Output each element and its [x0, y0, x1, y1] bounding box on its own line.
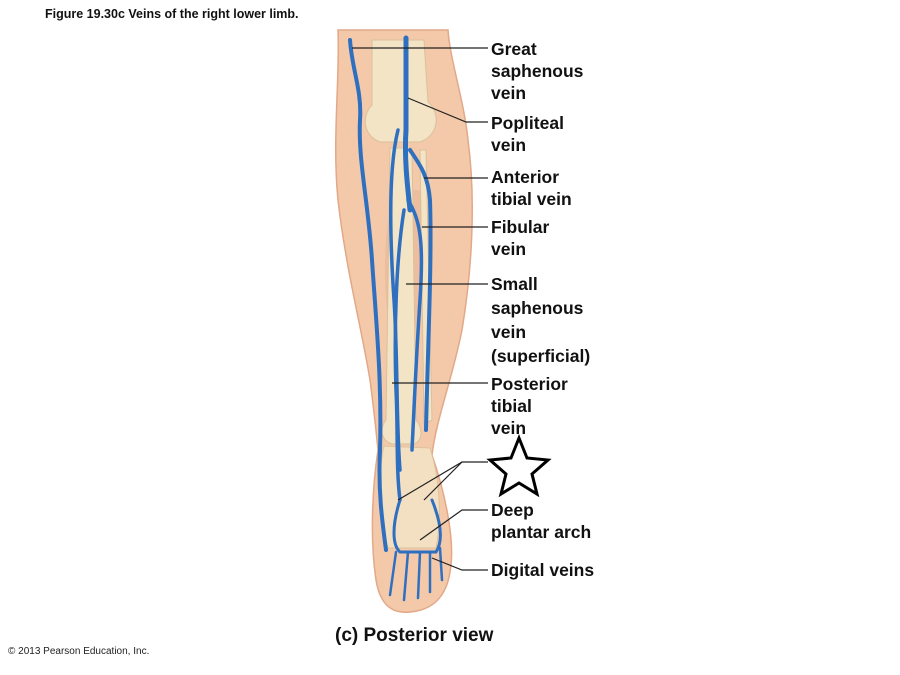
- label-fibular-vein: Fibular vein: [491, 216, 549, 260]
- label-line: saphenous: [491, 296, 590, 320]
- label-small-saphenous-vein: Small saphenous vein (superficial): [491, 272, 590, 368]
- label-line: (superficial): [491, 344, 590, 368]
- label-line: Small: [491, 272, 590, 296]
- label-anterior-tibial-vein: Anterior tibial vein: [491, 166, 572, 210]
- label-line: Popliteal: [491, 112, 564, 134]
- label-popliteal-vein: Popliteal vein: [491, 112, 564, 156]
- label-digital-veins: Digital veins: [491, 559, 594, 581]
- label-line: saphenous: [491, 60, 583, 82]
- star-icon: [490, 438, 548, 494]
- label-line: tibial vein: [491, 188, 572, 210]
- label-line: plantar arch: [491, 521, 591, 543]
- label-line: Deep: [491, 499, 591, 521]
- label-great-saphenous-vein: Great saphenous vein: [491, 38, 583, 104]
- label-line: Fibular: [491, 216, 549, 238]
- label-line: vein: [491, 417, 568, 439]
- label-line: vein: [491, 82, 583, 104]
- figure-caption: (c) Posterior view: [335, 625, 493, 647]
- label-posterior-tibial-vein: Posterior tibial vein: [491, 373, 568, 439]
- label-line: Digital veins: [491, 559, 594, 581]
- label-line: tibial: [491, 395, 568, 417]
- label-line: vein: [491, 320, 590, 344]
- copyright-notice: © 2013 Pearson Education, Inc.: [8, 646, 149, 657]
- label-line: Great: [491, 38, 583, 60]
- label-line: vein: [491, 134, 564, 156]
- label-line: vein: [491, 238, 549, 260]
- label-line: Anterior: [491, 166, 572, 188]
- label-line: Posterior: [491, 373, 568, 395]
- label-deep-plantar-arch: Deep plantar arch: [491, 499, 591, 543]
